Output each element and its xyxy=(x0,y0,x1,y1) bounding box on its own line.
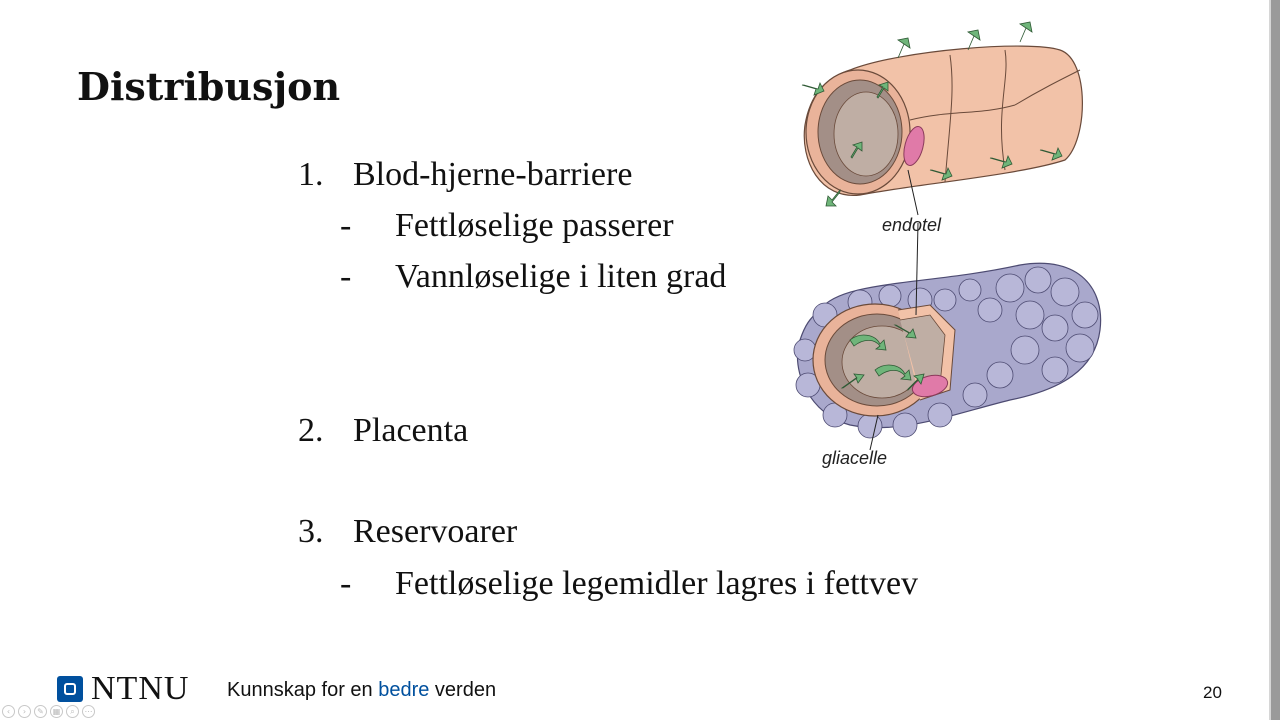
back-icon[interactable]: ‹ xyxy=(2,705,15,718)
slogan-accent: bedre xyxy=(378,679,430,701)
ntnu-logo-text: NTNU xyxy=(91,670,190,707)
window-edge xyxy=(1271,0,1280,720)
glial-cell-label: gliacelle xyxy=(822,448,888,468)
footer-slogan: Kunnskap for en bedre verden xyxy=(227,679,496,702)
slides-icon[interactable]: ▦ xyxy=(50,705,63,718)
endothelium-label: endotel xyxy=(882,215,942,235)
ntnu-logo-mark xyxy=(57,676,83,702)
zoom-icon[interactable]: ⌕ xyxy=(66,705,79,718)
blood-vessel-figure: endotel gliacelle xyxy=(780,10,1120,480)
slide-number: 20 xyxy=(1203,683,1222,702)
ntnu-logo: NTNU xyxy=(57,670,197,707)
presentation-toolbar: ‹ › ✎ ▦ ⌕ ⋯ xyxy=(2,705,95,719)
vessel-illustration xyxy=(793,21,1102,451)
list-number: 1. xyxy=(298,156,324,193)
pen-icon[interactable]: ✎ xyxy=(34,705,47,718)
list-label: Reservoarer xyxy=(353,513,518,550)
list-number: 3. xyxy=(298,513,324,550)
slide-title: Distribusjon xyxy=(77,64,341,109)
list-label: Blod-hjerne-barriere xyxy=(353,156,633,193)
window-edge-highlight xyxy=(1269,0,1271,720)
more-icon[interactable]: ⋯ xyxy=(82,705,95,718)
dash: - xyxy=(340,565,352,602)
sub-item-label: Fettløselige passerer xyxy=(395,207,674,244)
list-label: Placenta xyxy=(353,412,469,449)
glia-wrapped-vessel xyxy=(793,222,1102,451)
sub-item-label: Fettløselige legemidler lagres i fettvev xyxy=(395,565,919,602)
sub-item-label: Vannløselige i liten grad xyxy=(395,258,727,295)
dash: - xyxy=(340,207,352,244)
slogan-end: verden xyxy=(429,679,497,701)
list-number: 2. xyxy=(298,412,324,449)
endothelial-vessel xyxy=(801,21,1083,216)
slogan-start: Kunnskap for en xyxy=(227,679,379,701)
forward-icon[interactable]: › xyxy=(18,705,31,718)
dash: - xyxy=(340,258,352,295)
